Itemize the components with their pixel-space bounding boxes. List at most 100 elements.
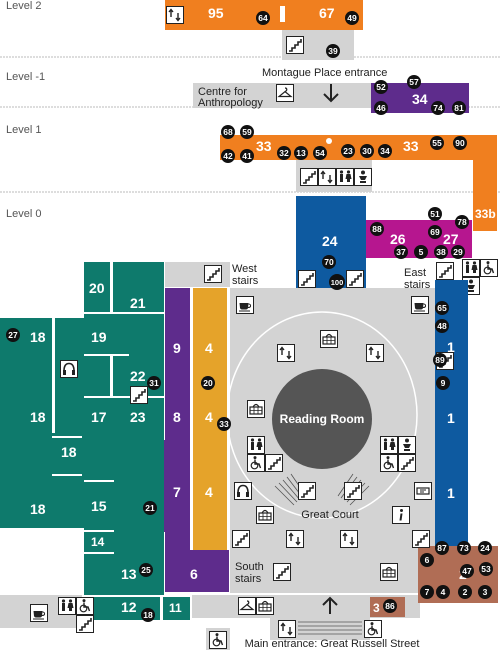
stairs-icon[interactable] — [344, 482, 362, 500]
object-marker-73[interactable]: 73 — [457, 541, 471, 555]
object-marker-7[interactable]: 7 — [420, 585, 434, 599]
stairs-icon[interactable] — [76, 615, 94, 633]
object-marker-78[interactable]: 78 — [455, 215, 469, 229]
object-marker-20[interactable]: 20 — [201, 376, 215, 390]
cafe-icon[interactable] — [236, 296, 254, 314]
stairs-icon[interactable] — [300, 168, 318, 186]
object-marker-54[interactable]: 54 — [313, 146, 327, 160]
object-marker-69[interactable]: 69 — [428, 225, 442, 239]
baby-change-icon[interactable] — [354, 168, 372, 186]
cloakroom-icon[interactable] — [276, 84, 294, 102]
stairs-icon[interactable] — [398, 454, 416, 472]
object-marker-21[interactable]: 21 — [143, 501, 157, 515]
object-marker-3[interactable]: 3 — [478, 585, 492, 599]
stairs-icon[interactable] — [346, 270, 364, 288]
object-marker-38[interactable]: 38 — [434, 245, 448, 259]
object-marker-90[interactable]: 90 — [453, 136, 467, 150]
stairs-icon[interactable] — [412, 530, 430, 548]
stairs-icon[interactable] — [232, 530, 250, 548]
object-marker-81[interactable]: 81 — [452, 101, 466, 115]
shop-icon[interactable] — [256, 597, 274, 615]
accessible-toilet-icon[interactable] — [480, 259, 498, 277]
stairs-icon[interactable] — [265, 454, 283, 472]
object-marker-55[interactable]: 55 — [430, 136, 444, 150]
object-marker-39[interactable]: 39 — [326, 44, 340, 58]
object-marker-29[interactable]: 29 — [451, 245, 465, 259]
object-marker-57[interactable]: 57 — [407, 75, 421, 89]
audio-guide-icon[interactable] — [60, 360, 78, 378]
accessible-icon[interactable] — [209, 631, 227, 649]
object-marker-25[interactable]: 25 — [139, 563, 153, 577]
lift-icon[interactable] — [278, 620, 296, 638]
object-marker-65[interactable]: 65 — [435, 301, 449, 315]
object-marker-64[interactable]: 64 — [256, 11, 270, 25]
object-marker-24[interactable]: 24 — [478, 541, 492, 555]
object-marker-32[interactable]: 32 — [277, 146, 291, 160]
toilets-icon[interactable] — [380, 436, 398, 454]
object-marker-6[interactable]: 6 — [420, 553, 434, 567]
object-marker-70[interactable]: 70 — [322, 255, 336, 269]
object-marker-48[interactable]: 48 — [435, 319, 449, 333]
reading-room[interactable] — [272, 369, 372, 469]
lift-icon[interactable] — [286, 530, 304, 548]
accessible-toilet-icon[interactable] — [380, 454, 398, 472]
shop-icon[interactable] — [320, 330, 338, 348]
shop-icon[interactable] — [380, 563, 398, 581]
object-marker-59[interactable]: 59 — [240, 125, 254, 139]
information-icon[interactable] — [392, 506, 410, 524]
cloakroom-icon[interactable] — [238, 597, 256, 615]
object-marker-88[interactable]: 88 — [370, 222, 384, 236]
object-marker-89[interactable]: 89 — [433, 353, 447, 367]
stairs-icon[interactable] — [298, 482, 316, 500]
lift-icon[interactable] — [166, 6, 184, 24]
object-marker-23[interactable]: 23 — [341, 144, 355, 158]
shop-icon[interactable] — [256, 506, 274, 524]
accessible-icon[interactable] — [364, 620, 382, 638]
stairs-icon[interactable] — [298, 270, 316, 288]
baby-change-icon[interactable] — [398, 436, 416, 454]
audio-guide-icon[interactable] — [234, 482, 252, 500]
object-marker-100[interactable]: 100 — [329, 274, 345, 290]
object-marker-86[interactable]: 86 — [383, 599, 397, 613]
object-marker-33[interactable]: 33 — [217, 417, 231, 431]
object-marker-53[interactable]: 53 — [479, 562, 493, 576]
object-marker-4[interactable]: 4 — [436, 585, 450, 599]
object-marker-34[interactable]: 34 — [378, 144, 392, 158]
tickets-icon[interactable] — [414, 482, 432, 500]
lift-icon[interactable] — [366, 344, 384, 362]
object-marker-68[interactable]: 68 — [221, 125, 235, 139]
object-marker-47[interactable]: 47 — [460, 564, 474, 578]
object-marker-87[interactable]: 87 — [435, 541, 449, 555]
toilets-icon[interactable] — [58, 597, 76, 615]
object-marker-46[interactable]: 46 — [374, 101, 388, 115]
west-stairs-icon[interactable] — [204, 265, 222, 283]
east-stairs-icon[interactable] — [436, 262, 454, 280]
toilets-icon[interactable] — [462, 259, 480, 277]
object-marker-13[interactable]: 13 — [294, 146, 308, 160]
stairs-icon[interactable] — [130, 386, 148, 404]
lift-icon[interactable] — [340, 530, 358, 548]
object-marker-30[interactable]: 30 — [360, 144, 374, 158]
object-marker-41[interactable]: 41 — [240, 149, 254, 163]
object-marker-5[interactable]: 5 — [414, 245, 428, 259]
stairs-icon[interactable] — [286, 36, 304, 54]
cafe-icon[interactable] — [30, 604, 48, 622]
object-marker-27[interactable]: 27 — [6, 328, 20, 342]
toilets-icon[interactable] — [336, 168, 354, 186]
object-marker-2[interactable]: 2 — [458, 585, 472, 599]
south-stairs-icon[interactable] — [273, 563, 291, 581]
object-marker-31[interactable]: 31 — [147, 376, 161, 390]
lift-icon[interactable] — [277, 344, 295, 362]
object-marker-37[interactable]: 37 — [394, 245, 408, 259]
accessible-toilet-icon[interactable] — [247, 454, 265, 472]
accessible-toilet-icon[interactable] — [76, 597, 94, 615]
shop-icon[interactable] — [247, 400, 265, 418]
cafe-icon[interactable] — [411, 296, 429, 314]
lift-icon[interactable] — [318, 168, 336, 186]
object-marker-9[interactable]: 9 — [436, 376, 450, 390]
object-marker-52[interactable]: 52 — [374, 80, 388, 94]
object-marker-18[interactable]: 18 — [141, 608, 155, 622]
object-marker-49[interactable]: 49 — [345, 11, 359, 25]
object-marker-42[interactable]: 42 — [221, 149, 235, 163]
object-marker-74[interactable]: 74 — [431, 101, 445, 115]
